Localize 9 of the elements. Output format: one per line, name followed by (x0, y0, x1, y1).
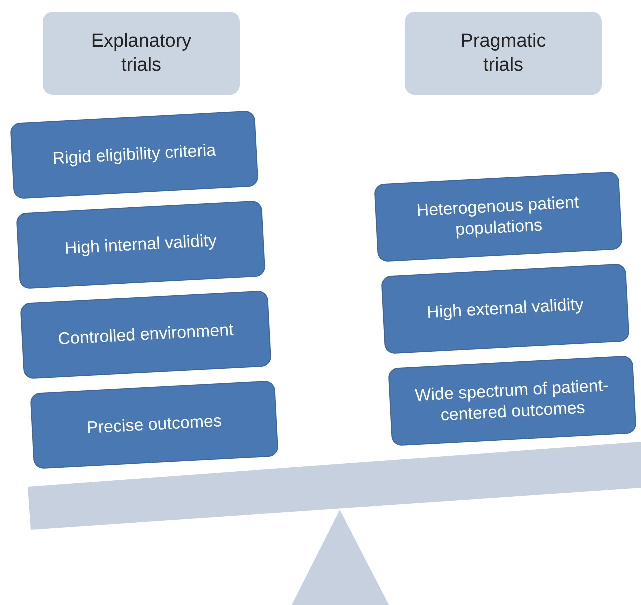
characteristic-box: Heterogenous patient populations (374, 172, 623, 262)
column-heading-box: Explanatory trials (43, 12, 240, 95)
characteristic-box: Controlled environment (20, 290, 272, 380)
characteristic-box: Precise outcomes (30, 380, 279, 470)
characteristic-box: High internal validity (16, 200, 266, 290)
characteristic-box: Wide spectrum of patient-centered outcomes (388, 356, 637, 446)
characteristic-box: Rigid eligibility criteria (10, 110, 259, 200)
column-heading-box: Pragmatic trials (405, 12, 602, 95)
characteristic-box: High external validity (381, 264, 630, 354)
